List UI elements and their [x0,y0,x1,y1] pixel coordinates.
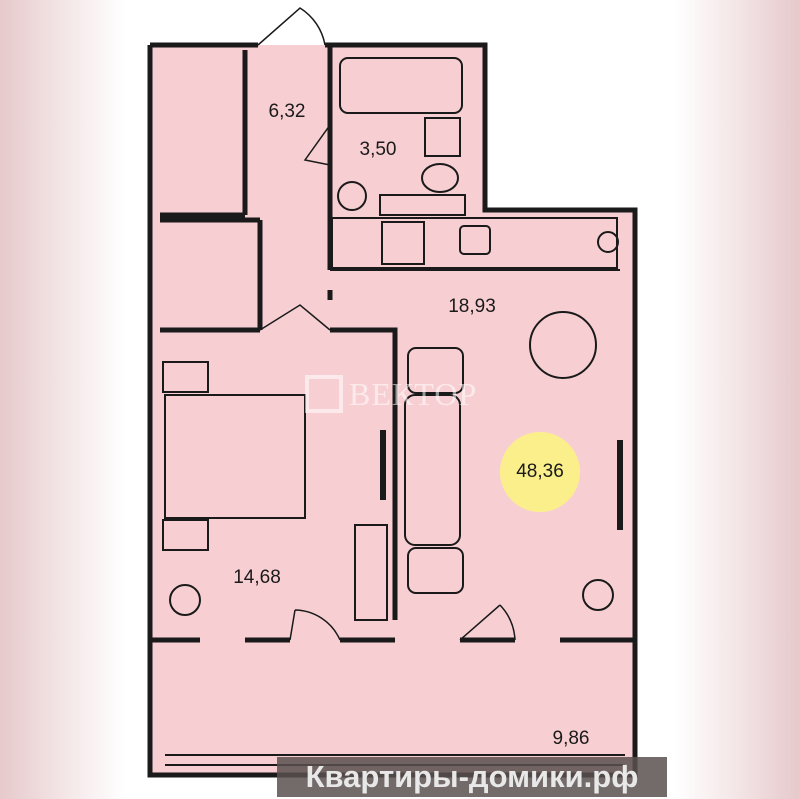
site-watermark: Квартиры-домики.рф [277,757,667,797]
kitchen-sink-icon [459,225,491,255]
doors [257,7,516,641]
total-area-badge: 48,36 [500,432,580,512]
plant-icon [169,584,201,616]
room-area-balcony: 9,86 [552,728,590,749]
sink-icon [379,194,466,216]
shower-icon [424,117,461,157]
tv [380,430,623,530]
bed-icon [164,394,306,519]
desk-icon [354,524,388,621]
bathtub-icon [339,57,463,114]
room-area-hall: 6,32 [268,101,306,122]
room-area-bathroom: 3,50 [359,139,397,160]
fridge-icon [597,231,619,253]
logo-text: ВЕКТОР [349,375,478,412]
washing-machine-icon [337,181,367,211]
nightstand-icon [162,361,209,393]
armchair-icon [407,347,464,394]
dining-table-icon [529,311,597,379]
logo-icon [305,375,343,413]
stove-icon [381,221,425,265]
room-area-kitchen-living: 18,93 [448,296,496,317]
room-area-bedroom: 14,68 [233,567,281,588]
logo-watermark: ВЕКТОР [305,375,477,413]
nightstand-icon [162,519,209,551]
plant-icon [582,579,614,611]
toilet-icon [421,163,459,193]
sofa-icon [404,394,461,546]
armchair-icon [407,547,464,594]
